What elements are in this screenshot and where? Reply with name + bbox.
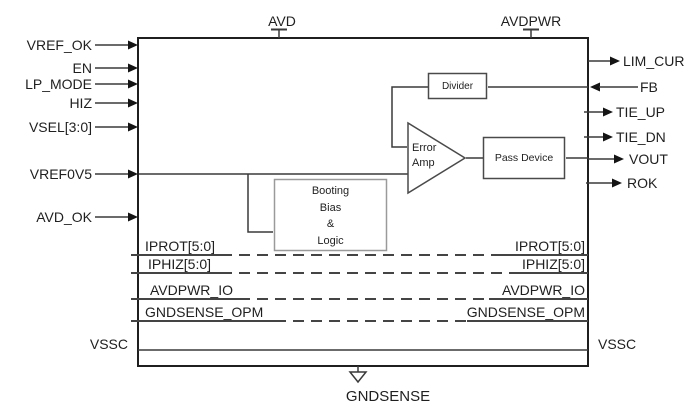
tie-dn-arrow-icon [603, 132, 613, 142]
bus-label-iprot-right: IPROT[5:0] [514, 238, 585, 254]
pin-label-fb: FB [640, 79, 658, 95]
booting-label-line1: Booting [311, 185, 350, 197]
pin-label-vout: VOUT [629, 151, 668, 167]
booting-label-line3: & [326, 218, 335, 230]
lim-cur-arrow-icon [610, 56, 620, 66]
pin-label-vref-ok: VREF_OK [26, 37, 92, 53]
pin-label-lim-cur: LIM_CUR [623, 53, 685, 69]
pin-label-hiz: HIZ [69, 95, 92, 111]
pin-label-tie-up: TIE_UP [616, 104, 666, 120]
bus-label-iphiz-right: IPHIZ[5:0] [521, 256, 585, 272]
pin-label-en: EN [72, 60, 92, 76]
pin-label-avd-ok: AVD_OK [36, 209, 92, 225]
pass-device-box [482, 136, 566, 180]
ground-symbol-icon [348, 371, 368, 384]
pin-label-rok: ROK [627, 175, 658, 191]
pin-label-gndsense: GNDSENSE [345, 388, 431, 405]
en-arrow-icon [128, 63, 138, 73]
bus-label-iphiz-left: IPHIZ[5:0] [148, 256, 212, 272]
pin-label-avd: AVD [268, 13, 296, 29]
booting-label-line2: Bias [319, 201, 342, 214]
bus-label-gndsense-opm-left: GNDSENSE_OPM [145, 304, 264, 320]
booting-box [273, 178, 388, 252]
vsel-arrow-icon [128, 122, 138, 132]
pin-label-lp-mode: LP_MODE [25, 76, 92, 92]
error-amp-label-line1: Error [412, 142, 437, 154]
booting-label: Booting Bias & Logic [274, 183, 387, 249]
rok-arrow-icon [612, 178, 622, 188]
bus-label-avdpwr-io-right: AVDPWR_IO [502, 282, 585, 298]
divider-to-erroramp-wire [391, 86, 428, 148]
bus-label-gndsense-opm-right: GNDSENSE_OPM [466, 304, 585, 320]
lp-mode-arrow-icon [128, 79, 138, 89]
pin-label-vsel: VSEL[3:0] [28, 119, 92, 135]
hiz-arrow-icon [128, 98, 138, 108]
bus-label-iprot-left: IPROT[5:0] [145, 238, 216, 254]
avd-ok-arrow-icon [128, 212, 138, 222]
pin-label-tie-dn: TIE_DN [616, 129, 666, 145]
vout-arrow-icon [614, 154, 624, 164]
fb-arrow-icon [590, 82, 600, 92]
tie-up-arrow-icon [603, 107, 613, 117]
divider-label: Divider [441, 80, 474, 92]
error-amp-label: Error Amp [412, 141, 462, 171]
bus-label-avdpwr-io-left: AVDPWR_IO [150, 282, 233, 298]
vref0v5-arrow-icon [128, 169, 138, 179]
vref0v5-to-booting-branch [247, 174, 273, 233]
booting-label-line4: Logic [317, 234, 344, 247]
vssc-label-left: VSSC [89, 336, 128, 352]
pin-label-avdpwr: AVDPWR [500, 13, 562, 29]
divider-box [427, 72, 488, 100]
vref-ok-arrow-icon [128, 40, 138, 50]
vssc-label-right: VSSC [598, 336, 637, 352]
pin-label-vref0v5: VREF0V5 [29, 166, 92, 182]
error-amp-triangle [407, 121, 467, 195]
main-block-border [137, 37, 589, 367]
error-amp-label-line2: Amp [412, 157, 435, 169]
pass-device-label: Pass Device [494, 152, 554, 164]
